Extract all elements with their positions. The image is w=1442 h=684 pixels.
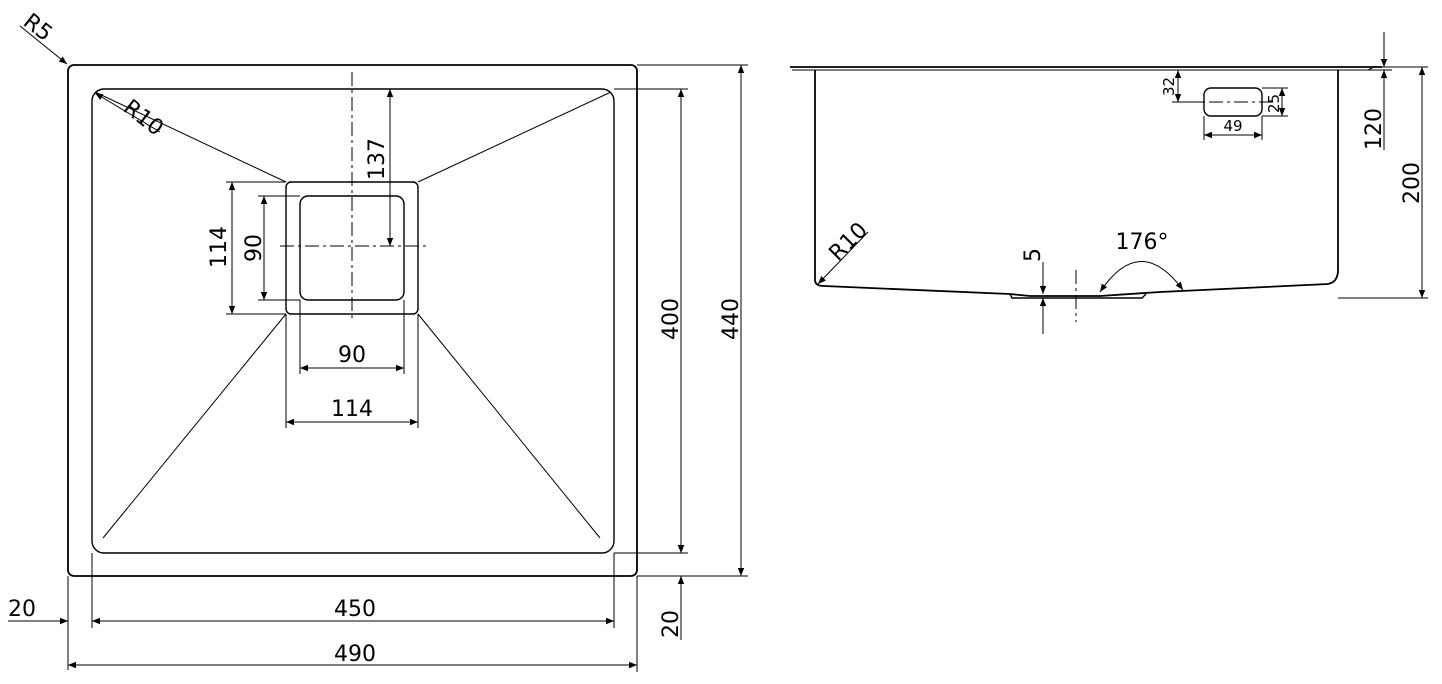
slope-line-bottom-right [417,313,601,539]
dim-25-label: 25 [1265,94,1283,113]
dim-20b-label: 20 [659,610,684,638]
r10-leader [94,92,161,133]
r5-label: R5 [18,9,56,47]
angle-176-label: 176° [1116,230,1169,255]
dim-490-label: 490 [334,642,376,667]
dim-32-label: 32 [1160,77,1178,96]
slope-line-bottom-left [102,313,287,539]
drain-recess [1009,293,1147,299]
side-view: 32 25 49 120 200 R10 5 176° [790,32,1428,334]
r5-leader [19,25,68,65]
angle-176-arc [1099,261,1184,293]
dim-200-label: 200 [1400,162,1425,204]
dim-400-label: 400 [659,298,684,340]
dim-114v-label: 114 [207,226,232,268]
dim-120-label: 120 [1362,108,1387,150]
slope-line-top-left [94,91,287,183]
r10-side-label: R10 [825,218,873,266]
dim-90h-label: 90 [338,343,366,368]
dim-5-label: 5 [1021,248,1046,262]
dim-450-label: 450 [334,597,376,622]
outer-rim [67,64,638,577]
r10-label: R10 [118,95,167,141]
sink-body [814,70,1339,297]
dim-440-label: 440 [719,298,744,340]
dim-90v-label: 90 [242,234,267,262]
dim-137-label: 137 [365,138,390,180]
r10-side-leader [817,231,869,285]
dim-20l-label: 20 [8,597,36,622]
slope-line-top-right [417,91,612,183]
top-view: R5 R10 137 114 90 90 114 400 [8,9,748,672]
inner-bowl [91,88,615,554]
dim-114h-label: 114 [331,397,373,422]
dim-49-label: 49 [1223,117,1242,135]
